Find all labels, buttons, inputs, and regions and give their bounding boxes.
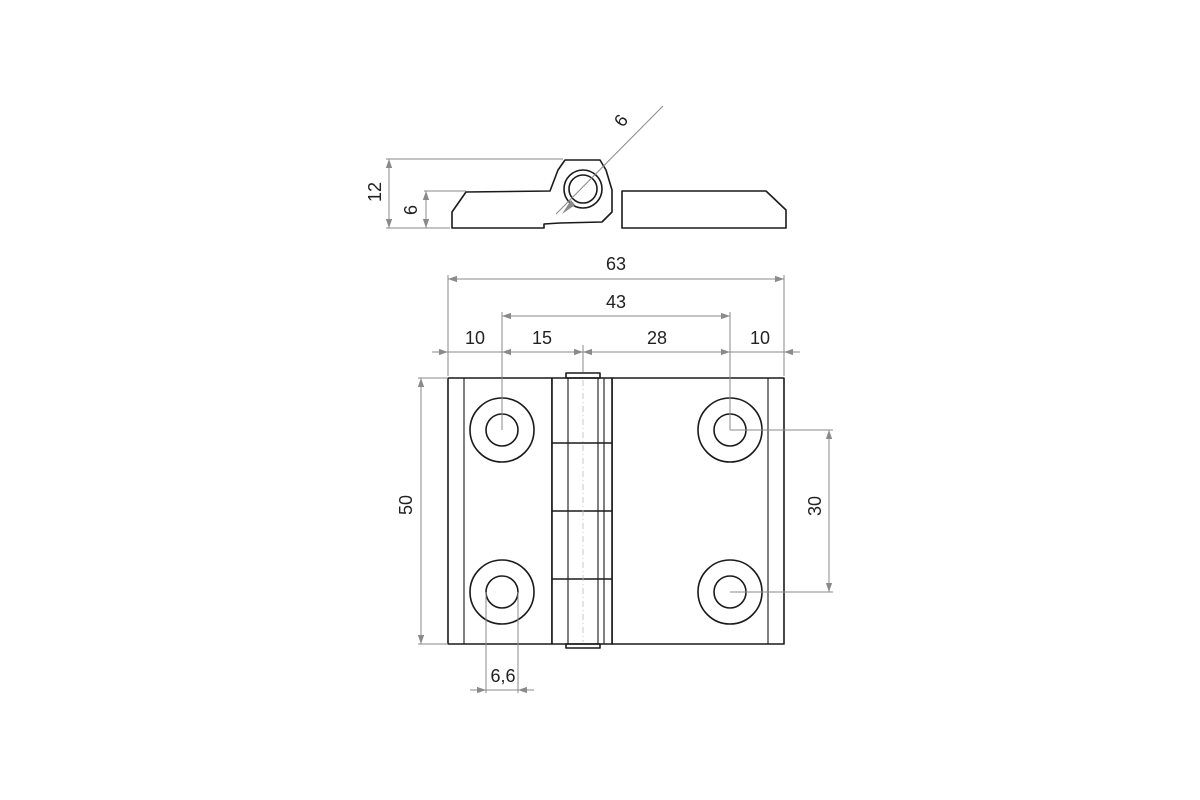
- dim-pin-diameter-label: 6: [610, 111, 632, 131]
- dim-vertical-hole-spacing-label: 30: [805, 496, 825, 516]
- front-view: 63 43 10 15 28 10 50 30 6,6: [396, 254, 833, 694]
- dim-left-to-knuckle-label: 15: [532, 328, 552, 348]
- dim-hole-spacing-label: 43: [606, 292, 626, 312]
- hole-bottom-left: [469, 559, 535, 625]
- dim-hole-diameter-label: 6,6: [490, 666, 515, 686]
- dim-overall-width-label: 63: [606, 254, 626, 274]
- side-view: 12 6 6: [365, 105, 787, 229]
- dim-left-edge-label: 10: [465, 328, 485, 348]
- dim-height-label: 50: [396, 495, 416, 515]
- dim-leaf-thickness-label: 6: [401, 205, 421, 215]
- dim-knuckle-to-right-label: 28: [647, 328, 667, 348]
- dim-right-edge-label: 10: [750, 328, 770, 348]
- side-right-leaf: [621, 190, 787, 229]
- side-pin-inner: [568, 174, 598, 204]
- dim-total-height-label: 12: [365, 182, 385, 202]
- dim-pin-leader: [555, 105, 664, 215]
